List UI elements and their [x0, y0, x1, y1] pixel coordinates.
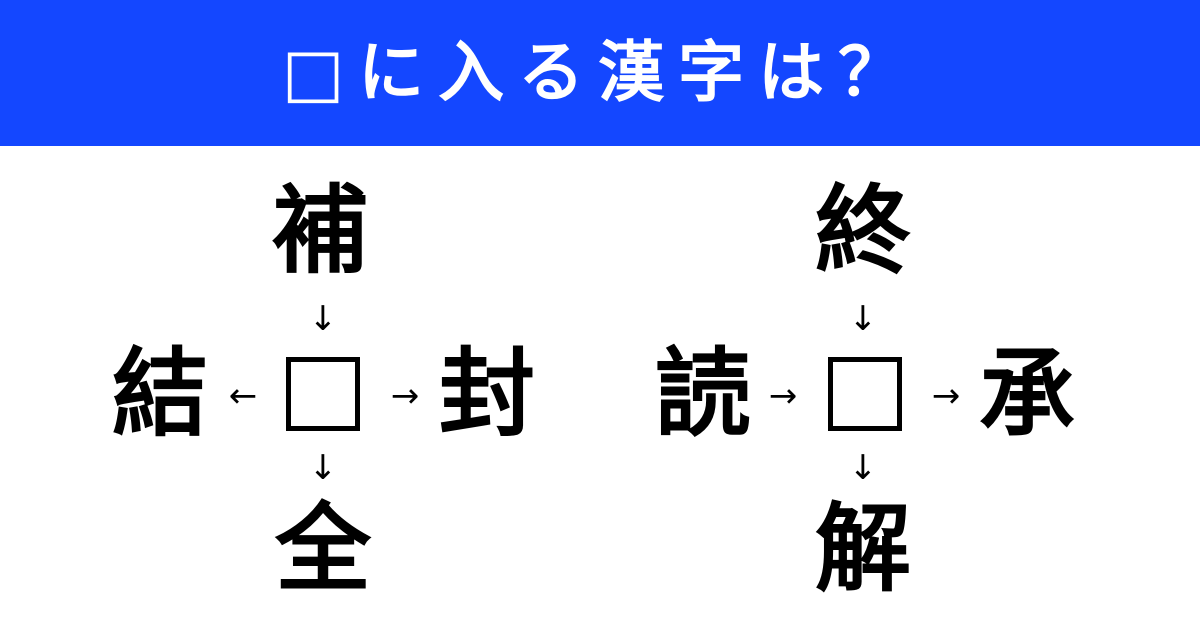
puzzle-1-bottom-arrow: ↓ [308, 448, 338, 488]
puzzle-2-left-kanji: 読 [655, 338, 751, 450]
puzzle-2: 終 ↓ 読 → → 承 ↓ 解 [600, 146, 1200, 630]
puzzle-1-top-arrow: ↓ [308, 299, 338, 339]
puzzle-1-blank-box [286, 357, 360, 431]
puzzle-2-blank-box [828, 357, 902, 431]
puzzle-2-bottom-arrow: ↓ [848, 448, 878, 488]
puzzle-2-top-kanji: 終 [815, 175, 911, 287]
puzzle-2-left-arrow: → [768, 376, 798, 416]
puzzle-1-right-kanji: 封 [439, 338, 535, 450]
puzzle-1-bottom-kanji: 全 [275, 493, 371, 605]
puzzle-2-right-arrow: → [931, 376, 961, 416]
puzzle-1-right-arrow: → [390, 376, 420, 416]
puzzle-1-left-arrow: ← [228, 376, 258, 416]
puzzle-1-top-kanji: 補 [272, 175, 368, 287]
puzzle-2-right-kanji: 承 [979, 338, 1075, 450]
page-title: □に入る漢字は？ [281, 34, 919, 111]
puzzle-1-left-kanji: 結 [112, 338, 208, 450]
puzzle-2-bottom-kanji: 解 [815, 493, 911, 605]
puzzle-1: 補 ↓ 結 ← → 封 ↓ 全 [0, 146, 600, 630]
title-banner: □に入る漢字は？ [0, 0, 1200, 146]
puzzle-2-top-arrow: ↓ [848, 299, 878, 339]
